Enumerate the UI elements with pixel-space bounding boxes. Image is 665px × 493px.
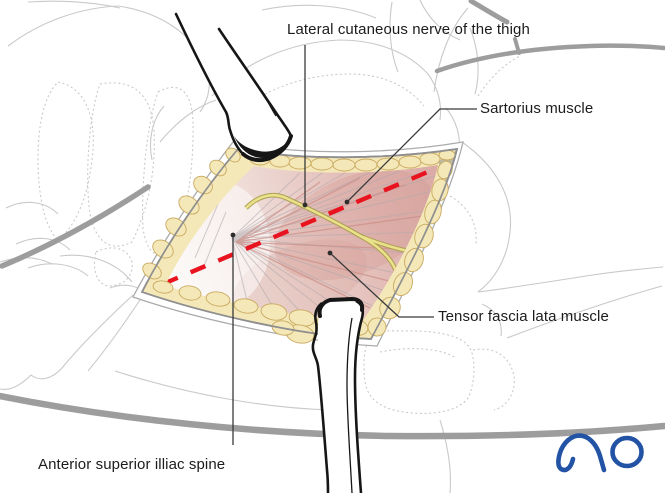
retractor-top	[174, 12, 293, 163]
leader-lines	[230, 45, 477, 445]
label-sartorius-muscle: Sartorius muscle	[480, 100, 594, 117]
label-lateral-cutaneous-nerve: Lateral cutaneous nerve of the thigh	[287, 21, 530, 38]
ao-logo	[556, 433, 644, 473]
surgical-window	[132, 141, 464, 347]
body-contour-strokes	[0, 0, 665, 440]
leader-tensor-fascia-lata	[329, 252, 434, 318]
incision-dashed-line	[165, 165, 438, 287]
retractor-bottom	[311, 296, 365, 493]
label-tensor-fascia-lata: Tensor fascia lata muscle	[438, 308, 609, 325]
label-anterior-superior-illiac-spine: Anterior superior illiac spine	[38, 456, 226, 473]
leader-sartorius	[346, 108, 477, 203]
